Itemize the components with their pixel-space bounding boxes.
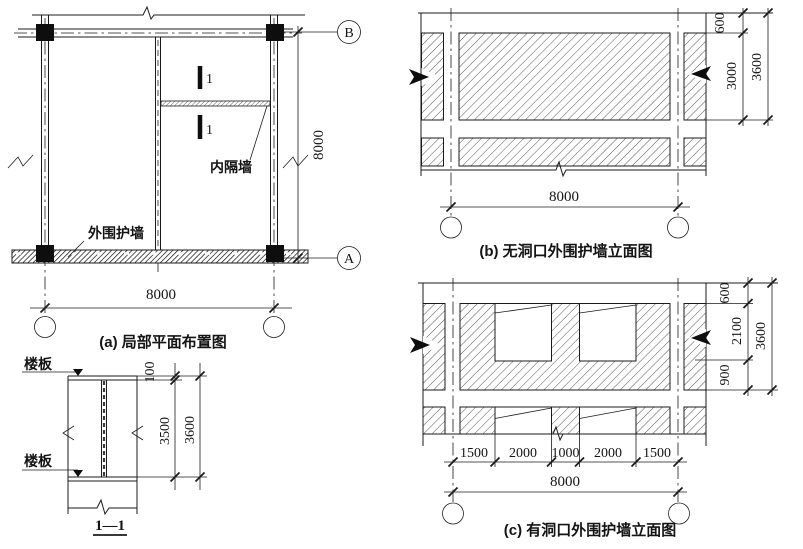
floor-callout-bottom: 楼板 bbox=[22, 453, 83, 477]
section-caption: 1—1 bbox=[95, 518, 125, 534]
plan-vertical-dimension: 8000 B A bbox=[284, 20, 361, 270]
axis-letter-a: A bbox=[344, 252, 355, 267]
continuation-arrow-icon bbox=[691, 66, 711, 81]
plan-interior-partition bbox=[160, 100, 271, 107]
exterior-wall-callout: 外围护墙 bbox=[67, 225, 144, 258]
continuation-arrow-icon bbox=[410, 337, 430, 353]
axis-bubble-a bbox=[337, 246, 361, 270]
span-dim: 8000 bbox=[549, 189, 579, 205]
plan-right-wall bbox=[270, 15, 309, 316]
leader-arrow-icon bbox=[73, 369, 83, 376]
elevation-b-caption: (b) 无洞口外围护墙立面图 bbox=[479, 242, 652, 260]
plan-height-dim: 8000 bbox=[311, 130, 327, 160]
interior-wall-label: 内隔墙 bbox=[210, 159, 252, 175]
section-bottom-slab bbox=[68, 476, 207, 482]
axis-bubble-empty bbox=[442, 502, 464, 525]
band-dim: 600 bbox=[718, 283, 733, 304]
plan-width-dim: 8000 bbox=[146, 287, 176, 303]
elevation-c: 600 2100 900 3600 1500 2000 1000 2000 15… bbox=[410, 277, 778, 539]
section-cut-marks: 1 1 bbox=[197, 66, 213, 139]
plan-left-break-icon bbox=[7, 154, 34, 169]
plan-left-wall bbox=[7, 15, 49, 316]
plan-caption: (a) 局部平面布置图 bbox=[99, 333, 227, 351]
exterior-wall-label: 外围护墙 bbox=[88, 225, 144, 241]
plan-view: 1 1 内隔墙 外围护墙 8000 B A bbox=[7, 5, 361, 351]
continuation-arrow-icon bbox=[409, 69, 429, 85]
elevation-c-span-dim: 8000 bbox=[442, 474, 690, 525]
axis-bubble-empty bbox=[34, 316, 56, 338]
axis-bubble-b bbox=[337, 20, 361, 44]
section-cut-number: 1 bbox=[206, 123, 213, 138]
elevation-c-caption: (c) 有洞口外围护墙立面图 bbox=[504, 521, 677, 539]
interior-wall-callout: 内隔墙 bbox=[210, 105, 268, 175]
section-dimensions: 100 3500 3600 bbox=[143, 362, 206, 490]
section-cut-number: 1 bbox=[206, 72, 213, 87]
axis-letter-b: B bbox=[344, 26, 353, 41]
panel-dim: 3000 bbox=[725, 62, 740, 90]
window-openings bbox=[494, 303, 637, 435]
section-wall bbox=[101, 380, 107, 477]
axis-bubble-empty bbox=[668, 502, 690, 525]
elevation-c-vertical-dims: 600 2100 900 3600 bbox=[695, 277, 778, 396]
total-dim: 3600 bbox=[750, 53, 765, 81]
floor-callout-top: 楼板 bbox=[22, 356, 83, 376]
section-1-1: 楼板 楼板 100 3500 3600 1—1 bbox=[22, 356, 207, 536]
section-left-break-icon bbox=[62, 425, 75, 441]
section-right-break-icon bbox=[131, 425, 144, 441]
column bbox=[36, 245, 54, 262]
plan-exterior-wall bbox=[11, 249, 309, 264]
segment-dim: 1500 bbox=[643, 446, 671, 461]
column bbox=[266, 24, 284, 41]
segment-dim: 2000 bbox=[509, 446, 537, 461]
column bbox=[36, 24, 54, 41]
elevation-b-wall-panels bbox=[421, 32, 707, 167]
floor-label: 楼板 bbox=[24, 356, 53, 372]
segment-dim: 1000 bbox=[552, 446, 580, 461]
column bbox=[266, 245, 284, 262]
storey-height-dim: 3600 bbox=[183, 416, 198, 444]
elevation-b-vertical-dims: 600 3000 3600 bbox=[706, 7, 774, 126]
leader-arrow-icon bbox=[73, 470, 83, 477]
elevation-b: 600 3000 3600 8000 (b) 无洞口外围护墙立面图 bbox=[409, 7, 774, 260]
axis-bubble-empty bbox=[667, 216, 689, 239]
elevation-b-span-dim: 8000 bbox=[440, 189, 690, 239]
elevation-c-wall-panels bbox=[422, 303, 707, 435]
elevation-c-bottom-break-line bbox=[423, 425, 706, 442]
section-caption-group: 1—1 bbox=[93, 518, 127, 536]
segment-dim: 2000 bbox=[594, 446, 622, 461]
plan-top-break-line bbox=[32, 5, 305, 21]
axis-bubble-empty bbox=[263, 316, 285, 338]
plan-top-wall bbox=[14, 28, 302, 38]
clear-height-dim: 3500 bbox=[158, 417, 173, 445]
elevation-c-segment-dims: 1500 2000 1000 2000 1500 bbox=[444, 434, 687, 468]
continuation-arrow-icon bbox=[691, 330, 711, 345]
slab-thickness-dim: 100 bbox=[143, 362, 158, 383]
window-height-dim: 2100 bbox=[730, 317, 745, 345]
plan-middle-wall bbox=[155, 37, 161, 272]
band-dim: 600 bbox=[713, 13, 728, 34]
segment-dim: 1500 bbox=[460, 446, 488, 461]
section-bottom-break-line bbox=[68, 498, 137, 516]
axis-bubble-empty bbox=[440, 216, 462, 239]
floor-label: 楼板 bbox=[24, 453, 53, 469]
total-dim: 3600 bbox=[754, 322, 769, 350]
elevation-b-bottom-break-line bbox=[421, 160, 706, 178]
span-dim: 8000 bbox=[550, 474, 580, 490]
plan-right-break-icon bbox=[282, 154, 309, 169]
sill-dim: 900 bbox=[718, 365, 733, 386]
plan-bottom-dimension: 8000 bbox=[30, 287, 292, 338]
